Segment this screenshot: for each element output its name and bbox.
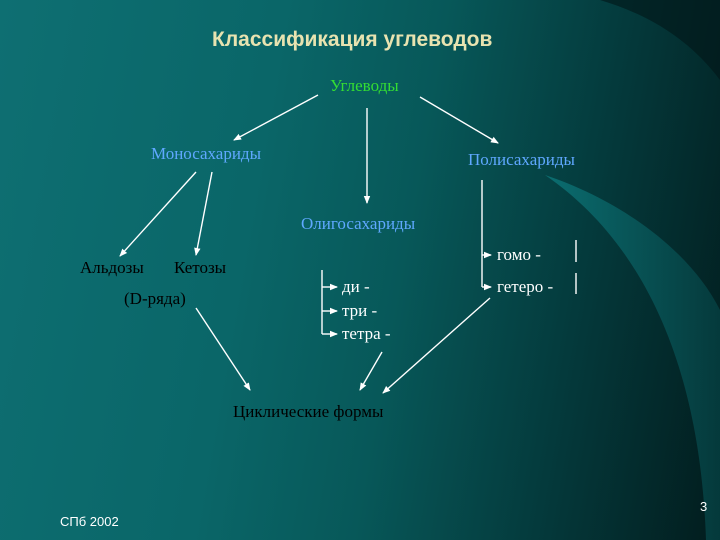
node-hetero: гетеро -	[497, 277, 554, 296]
edge-dseries-to-cyclic	[195, 307, 251, 391]
node-d-series: (D-ряда)	[124, 289, 186, 308]
edge-hetero-to-cyclic	[382, 297, 491, 394]
node-di: ди -	[342, 277, 370, 296]
node-oligosaccharides: Олигосахариды	[301, 214, 416, 233]
page-number: 3	[700, 499, 708, 514]
node-cyclic-forms: Циклические формы	[233, 402, 384, 421]
page-title: Классификация углеводов	[212, 28, 493, 51]
edge-mono-to-aldoses	[119, 171, 197, 257]
footer-left-text: СПб 2002	[60, 514, 119, 529]
edge-tetra-to-cyclic	[359, 351, 383, 391]
node-monosaccharides: Моносахариды	[151, 144, 262, 163]
node-aldoses: Альдозы	[80, 258, 144, 277]
edge-carbs-to-mono	[233, 94, 319, 141]
node-ketoses: Кетозы	[174, 258, 227, 277]
node-tri: три -	[342, 301, 378, 320]
edge-mono-to-ketoses	[194, 171, 213, 256]
node-tetra: тетра -	[342, 324, 391, 343]
edge-carbs-to-poly	[419, 96, 499, 144]
node-homo: гомо -	[497, 245, 541, 264]
node-carbohydrates: Углеводы	[330, 76, 399, 95]
node-polysaccharides: Полисахариды	[468, 150, 575, 169]
